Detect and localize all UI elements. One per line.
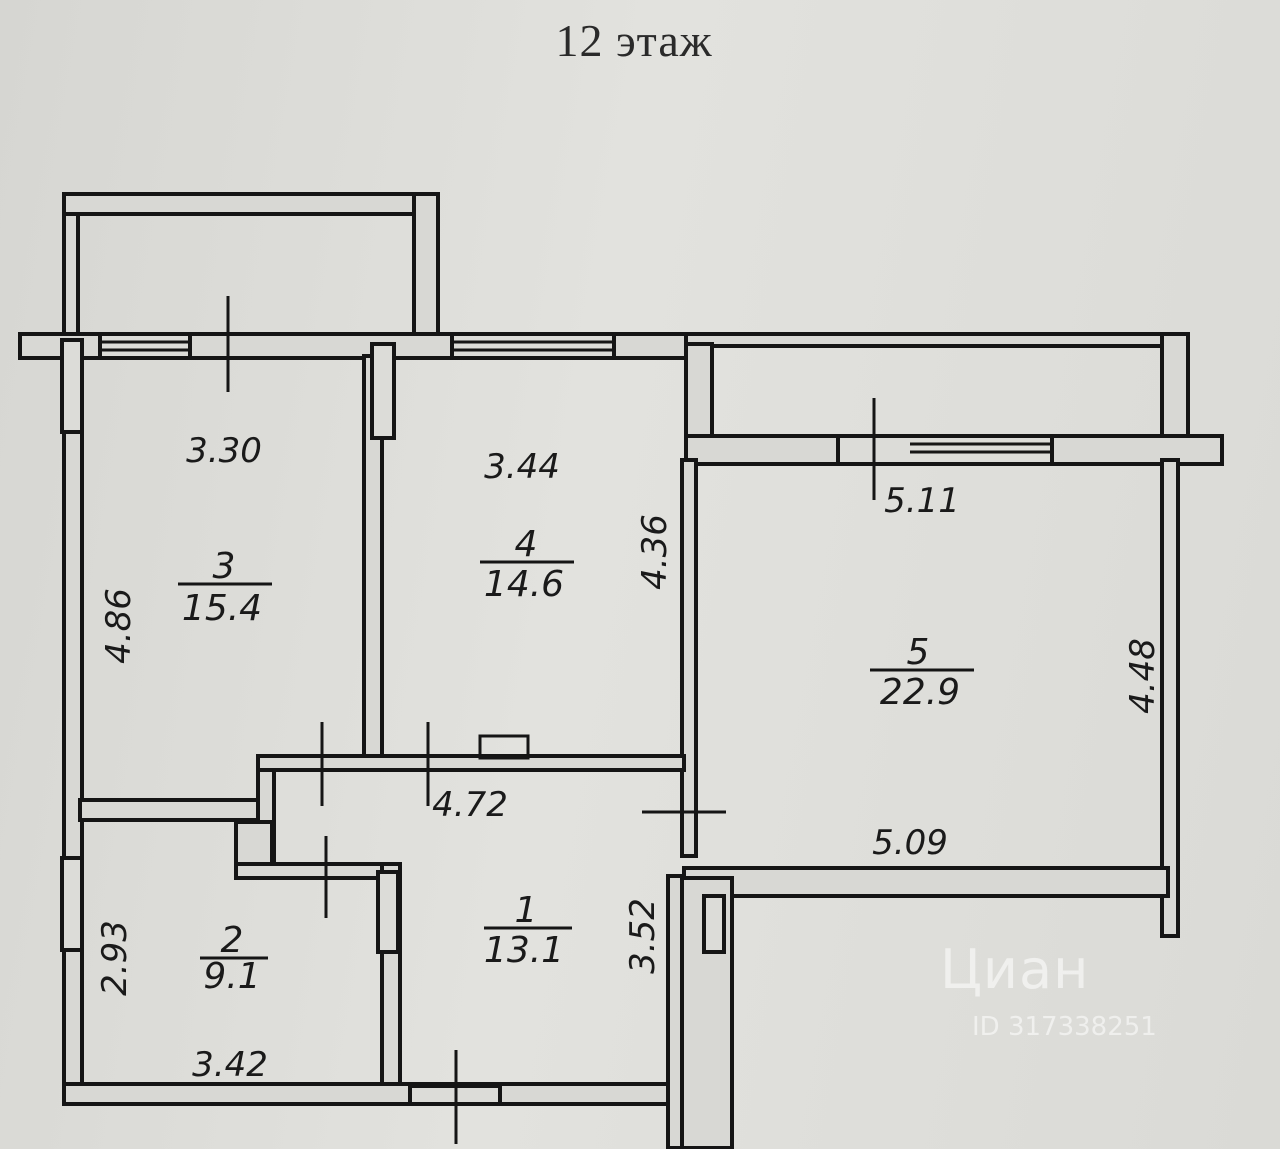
room2-top-wall	[234, 820, 274, 870]
room-2-area: 9.1	[203, 956, 260, 997]
dim-room3-width: 3.30	[186, 431, 262, 471]
room5-top-wall	[684, 434, 1224, 466]
room-4-area: 14.6	[484, 564, 564, 605]
room-5-label: 5 22.9	[870, 632, 974, 713]
room-5-area: 22.9	[880, 672, 960, 713]
room-5-number: 5	[907, 632, 930, 673]
floor-title: 12 этаж	[555, 15, 713, 66]
watermark-id: ID 317338251	[972, 1012, 1157, 1042]
dim-room3-length: 4.86	[99, 588, 139, 664]
room-2-number: 2	[221, 920, 244, 961]
dim-room2-width: 3.42	[192, 1045, 268, 1085]
left-exterior-wall	[62, 354, 84, 1106]
room5-bottom-wall	[682, 866, 1170, 898]
balcony-left	[62, 192, 440, 336]
dim-room5-length: 4.48	[1123, 638, 1163, 714]
room3-bottom-wall	[78, 798, 266, 822]
wall-room3-room4-window	[370, 342, 396, 440]
vent-shaft	[478, 734, 530, 760]
room-1-area: 13.1	[484, 930, 564, 971]
bottom-exterior-wall	[62, 1082, 684, 1106]
room2-hall-wall	[234, 862, 402, 880]
dim-room2-length: 2.93	[95, 920, 135, 996]
hall-bottom-right-wall	[666, 874, 684, 1149]
room-3-label: 3 15.4	[178, 546, 272, 629]
dim-room4-width: 3.44	[484, 447, 560, 487]
dim-room4-length: 4.36	[635, 514, 675, 590]
corridor-column	[702, 894, 726, 954]
room-3-area: 15.4	[182, 588, 262, 629]
balcony-right	[684, 332, 1190, 440]
room-3-number: 3	[213, 546, 236, 587]
left-window-upper	[60, 338, 84, 434]
dim-hall-length: 3.52	[623, 898, 663, 974]
dim-room5-width-bottom: 5.09	[872, 823, 948, 863]
dim-hall-width: 4.72	[432, 785, 508, 825]
top-exterior-wall	[18, 332, 1190, 360]
dim-room5-width-top: 5.11	[884, 481, 960, 521]
watermark-logo: Циан	[940, 938, 1090, 1001]
left-window-lower	[60, 856, 84, 952]
hall-top-wall	[256, 754, 686, 772]
room-2-label: 2 9.1	[200, 920, 268, 997]
room-1-number: 1	[515, 890, 538, 931]
room-4-label: 4 14.6	[480, 524, 574, 605]
room5-right-wall	[1160, 458, 1180, 938]
wall-room4-room5	[680, 458, 698, 858]
room-1-label: 1 13.1	[484, 890, 572, 971]
door-marks	[226, 296, 876, 1144]
room2-right-wall-window	[376, 870, 400, 954]
room-4-number: 4	[515, 524, 538, 565]
